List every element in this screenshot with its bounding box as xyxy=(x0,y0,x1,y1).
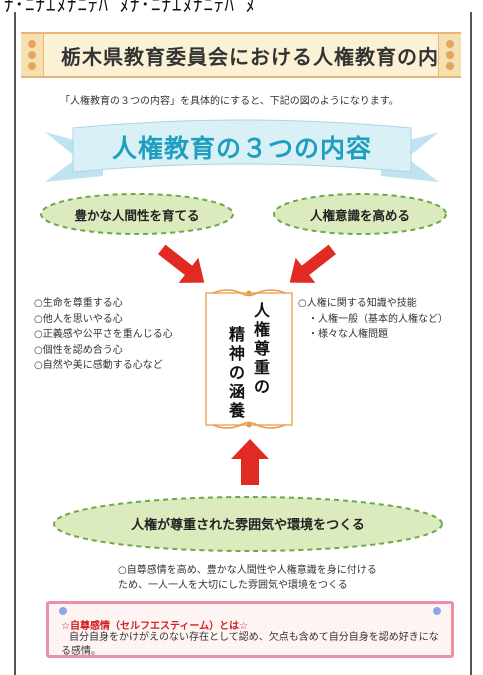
list-item: ・様々な人権問題 xyxy=(298,329,388,340)
list-item: ○自然や美に感動する心など xyxy=(34,360,163,371)
ellipse-environment: 人権が尊重された雰囲気や環境をつくる xyxy=(48,492,448,556)
ornate-frame-shape xyxy=(205,289,293,429)
leaf-ellipse-shape xyxy=(53,496,443,552)
pin-icon xyxy=(59,607,67,615)
dot-icon xyxy=(28,51,36,59)
ribbon-shape xyxy=(45,119,439,182)
list-item: ・人権一般（基本的人権など） xyxy=(298,313,448,325)
ellipse-awareness: 人権意識を高める xyxy=(270,190,450,238)
title-bar-right-cap xyxy=(438,34,461,76)
page-title: 栃木県教育委員会における人権教育の内容 xyxy=(61,45,460,69)
leaf-ellipse-shape xyxy=(273,193,447,235)
dot-icon xyxy=(446,40,454,48)
footer-line-2: ため、一人一人を大切にした雰囲気や環境をつくる xyxy=(118,580,348,591)
intro-text: 「人権教育の３つの内容」を具体的にすると、下記の図のようになります。 xyxy=(60,96,399,107)
note-body: 自分自身をかけがえのない存在として認め、欠点も含めて自分自身を認め好きになる感情… xyxy=(61,632,439,657)
arrow-up-icon xyxy=(231,439,269,485)
garbled-header-strip: ﾅ･ﾆﾅｴﾇﾅﾆﾃﾊ¯ﾇﾅ･ﾆﾅｴﾇﾅﾆﾃﾊ¯ﾇ xyxy=(0,0,483,24)
page-frame xyxy=(14,12,472,675)
list-item: ○個性を認め合う心 xyxy=(34,344,123,356)
center-text-col1: 人権尊重の xyxy=(253,301,270,396)
pin-icon xyxy=(433,607,441,615)
arrow-down-left-icon xyxy=(289,244,336,283)
list-item: ○正義感や公平さを重んじる心 xyxy=(34,329,173,340)
arrow-down-right-icon xyxy=(158,244,205,283)
ellipse-label: 人権が尊重された雰囲気や環境をつくる xyxy=(131,518,365,533)
list-item: ○生命を尊重する心 xyxy=(34,298,123,309)
leaf-ellipse-shape xyxy=(40,193,234,235)
ellipse-label: 豊かな人間性を育てる xyxy=(74,208,200,223)
garbled-text: ﾅ･ﾆﾅｴﾇﾅﾆﾃﾊ¯ﾇﾅ･ﾆﾅｴﾇﾅﾆﾃﾊ¯ﾇ xyxy=(4,0,257,16)
center-text-col2: 精神の涵養 xyxy=(228,325,245,420)
title-bar: 栃木県教育委員会における人権教育の内容 xyxy=(21,32,461,78)
ellipse-humanity: 豊かな人間性を育てる xyxy=(37,190,237,238)
self-esteem-note: ☆自尊感情（セルフエスティーム）とは☆ 自分自身をかけがえのない存在として認め、… xyxy=(46,601,454,658)
awareness-list: ○人権に関する知識や技能 ・人権一般（基本的人権など） ・様々な人権問題 xyxy=(298,296,448,343)
ribbon-banner: 人権教育の３つの内容 xyxy=(45,118,439,186)
dot-icon xyxy=(446,62,454,70)
title-bar-left-cap xyxy=(21,34,44,76)
center-frame: 人権尊重の 精神の涵養 xyxy=(203,289,295,429)
list-item: ○人権に関する知識や技能 xyxy=(298,298,417,309)
humanity-list: ○生命を尊重する心 ○他人を思いやる心 ○正義感や公平さを重んじる心 ○個性を認… xyxy=(34,296,173,374)
dot-icon xyxy=(446,51,454,59)
list-item: ○他人を思いやる心 xyxy=(34,313,123,325)
banner-title: 人権教育の３つの内容 xyxy=(111,134,372,163)
dot-icon xyxy=(28,62,36,70)
note-title: ☆自尊感情（セルフエスティーム）とは☆ xyxy=(61,621,249,632)
dot-icon xyxy=(28,40,36,48)
footer-line-1: ○自尊感情を高め、豊かな人間性や人権意識を身に付ける xyxy=(118,565,377,576)
ellipse-label: 人権意識を高める xyxy=(309,208,410,223)
